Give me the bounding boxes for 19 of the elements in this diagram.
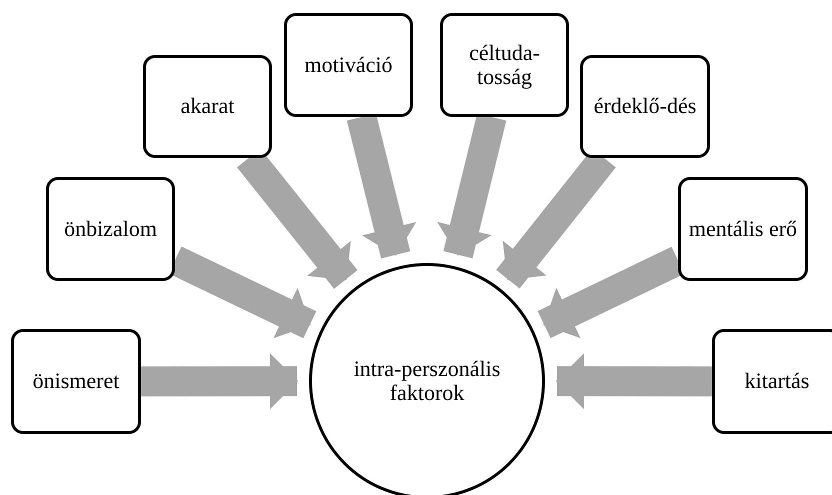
node-label: intra-perszonális faktorok xyxy=(352,356,502,406)
node-label: céltuda-tosság xyxy=(468,40,541,90)
block-arrow xyxy=(556,353,712,410)
rounded-box xyxy=(440,13,569,117)
node-label: motiváció xyxy=(304,52,392,78)
node-label: érdeklő-dés xyxy=(594,94,696,119)
rounded-box xyxy=(580,55,710,158)
node-label: kitartás xyxy=(744,369,810,394)
rounded-box xyxy=(678,177,808,281)
node-label: mentális erő xyxy=(688,216,798,242)
node-label: akarat xyxy=(180,94,234,119)
node-label: önismeret xyxy=(32,369,120,394)
rounded-box xyxy=(284,13,413,117)
rounded-box xyxy=(712,329,832,434)
node-label: önbizalom xyxy=(64,216,157,242)
block-arrow xyxy=(141,353,298,410)
rounded-box xyxy=(143,55,272,158)
rounded-box xyxy=(11,329,141,434)
rounded-box xyxy=(46,177,175,281)
